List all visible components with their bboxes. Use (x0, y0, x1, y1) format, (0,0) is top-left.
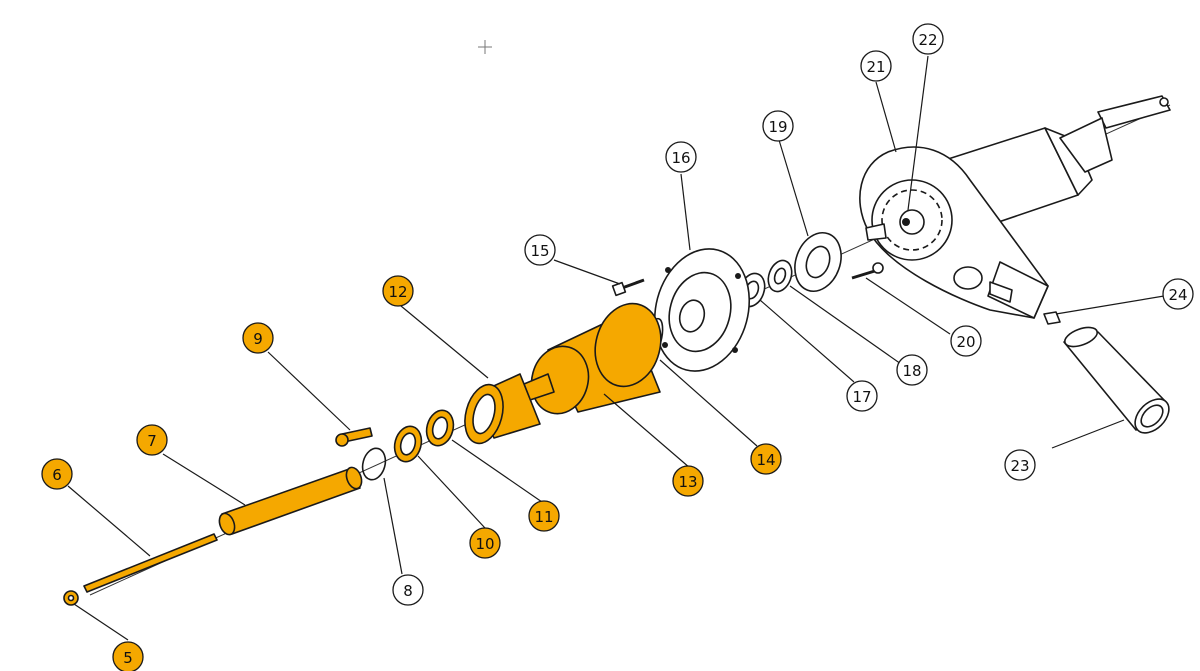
callout-circle (469, 527, 501, 559)
callout-number: 19 (768, 118, 787, 136)
callout-18: 18 (896, 354, 928, 386)
callout-circle (950, 325, 982, 357)
callout-circle (665, 141, 697, 173)
part-12-sleeve (464, 373, 541, 445)
crosshair-cursor-icon (478, 40, 492, 54)
callout-number: 16 (671, 149, 690, 167)
callout-number: 7 (147, 432, 157, 450)
callout-13: 13 (672, 465, 704, 497)
callout-circle (762, 110, 794, 142)
callout-8: 8 (392, 574, 424, 606)
callout-6: 6 (41, 458, 73, 490)
callout-circle (112, 641, 144, 671)
part-22-gear (865, 179, 953, 261)
part-23-sleeve (1063, 326, 1170, 434)
callout-circle (392, 574, 424, 606)
callout-circle (528, 500, 560, 532)
callout-circle (1004, 449, 1036, 481)
part-13-cylinder (523, 302, 662, 415)
callout-circle (136, 424, 168, 456)
callout-circle (846, 380, 878, 412)
callout-circle (242, 322, 274, 354)
callout-number: 5 (123, 649, 133, 667)
callout-16: 16 (665, 141, 697, 173)
part-11-ring (425, 409, 455, 447)
callout-11: 11 (528, 500, 560, 532)
callout-number: 14 (756, 451, 775, 469)
callout-number: 8 (403, 582, 413, 600)
callout-12: 12 (382, 275, 414, 307)
callout-number: 17 (852, 388, 871, 406)
callout-17: 17 (846, 380, 878, 412)
callout-number: 6 (52, 466, 62, 484)
part-6-rod (83, 533, 218, 593)
callout-24: 24 (1162, 278, 1194, 310)
callout-5: 5 (112, 641, 144, 671)
callout-19: 19 (762, 110, 794, 142)
callout-number: 9 (253, 330, 263, 348)
callout-number: 20 (956, 333, 975, 351)
part-8-retaining-clip (361, 447, 387, 481)
callout-15: 15 (524, 234, 556, 266)
callout-number: 24 (1168, 286, 1187, 304)
callout-circle (382, 275, 414, 307)
callout-10: 10 (469, 527, 501, 559)
callout-number: 13 (678, 473, 697, 491)
callout-circle (41, 458, 73, 490)
callout-9: 9 (242, 322, 274, 354)
part-24-pin (1043, 311, 1061, 325)
callout-number: 21 (866, 58, 885, 76)
callout-circle (750, 443, 782, 475)
part-7-shaft-sleeve (218, 466, 363, 536)
callout-labels: 5 6 7 8 9 10 11 12 13 14 15 16 17 18 19 20 21 22 23 24 (41, 23, 1194, 671)
callout-number: 23 (1010, 457, 1029, 475)
callout-7: 7 (136, 424, 168, 456)
callout-circle (860, 50, 892, 82)
part-16-flange-plate (653, 248, 751, 372)
callout-circle (672, 465, 704, 497)
callout-number: 22 (918, 31, 937, 49)
callout-23: 23 (1004, 449, 1036, 481)
part-10-ring (393, 425, 423, 463)
callout-20: 20 (950, 325, 982, 357)
callout-circle (1162, 278, 1194, 310)
callout-circle (896, 354, 928, 386)
callout-number: 11 (534, 508, 553, 526)
callout-14: 14 (750, 443, 782, 475)
callout-circle (912, 23, 944, 55)
part-19-shim-ring (794, 232, 842, 292)
callout-number: 18 (902, 362, 921, 380)
part-9-screw (335, 427, 373, 447)
leader-lines (67, 55, 1165, 641)
part-5-nut (63, 590, 79, 606)
callout-number: 10 (475, 535, 494, 553)
part-15-screw (611, 278, 645, 297)
callout-number: 12 (388, 283, 407, 301)
callout-number: 15 (530, 242, 549, 260)
callout-22: 22 (912, 23, 944, 55)
callout-circle (524, 234, 556, 266)
part-18-washer (767, 259, 793, 293)
callout-21: 21 (860, 50, 892, 82)
part-20-screw (851, 262, 884, 280)
